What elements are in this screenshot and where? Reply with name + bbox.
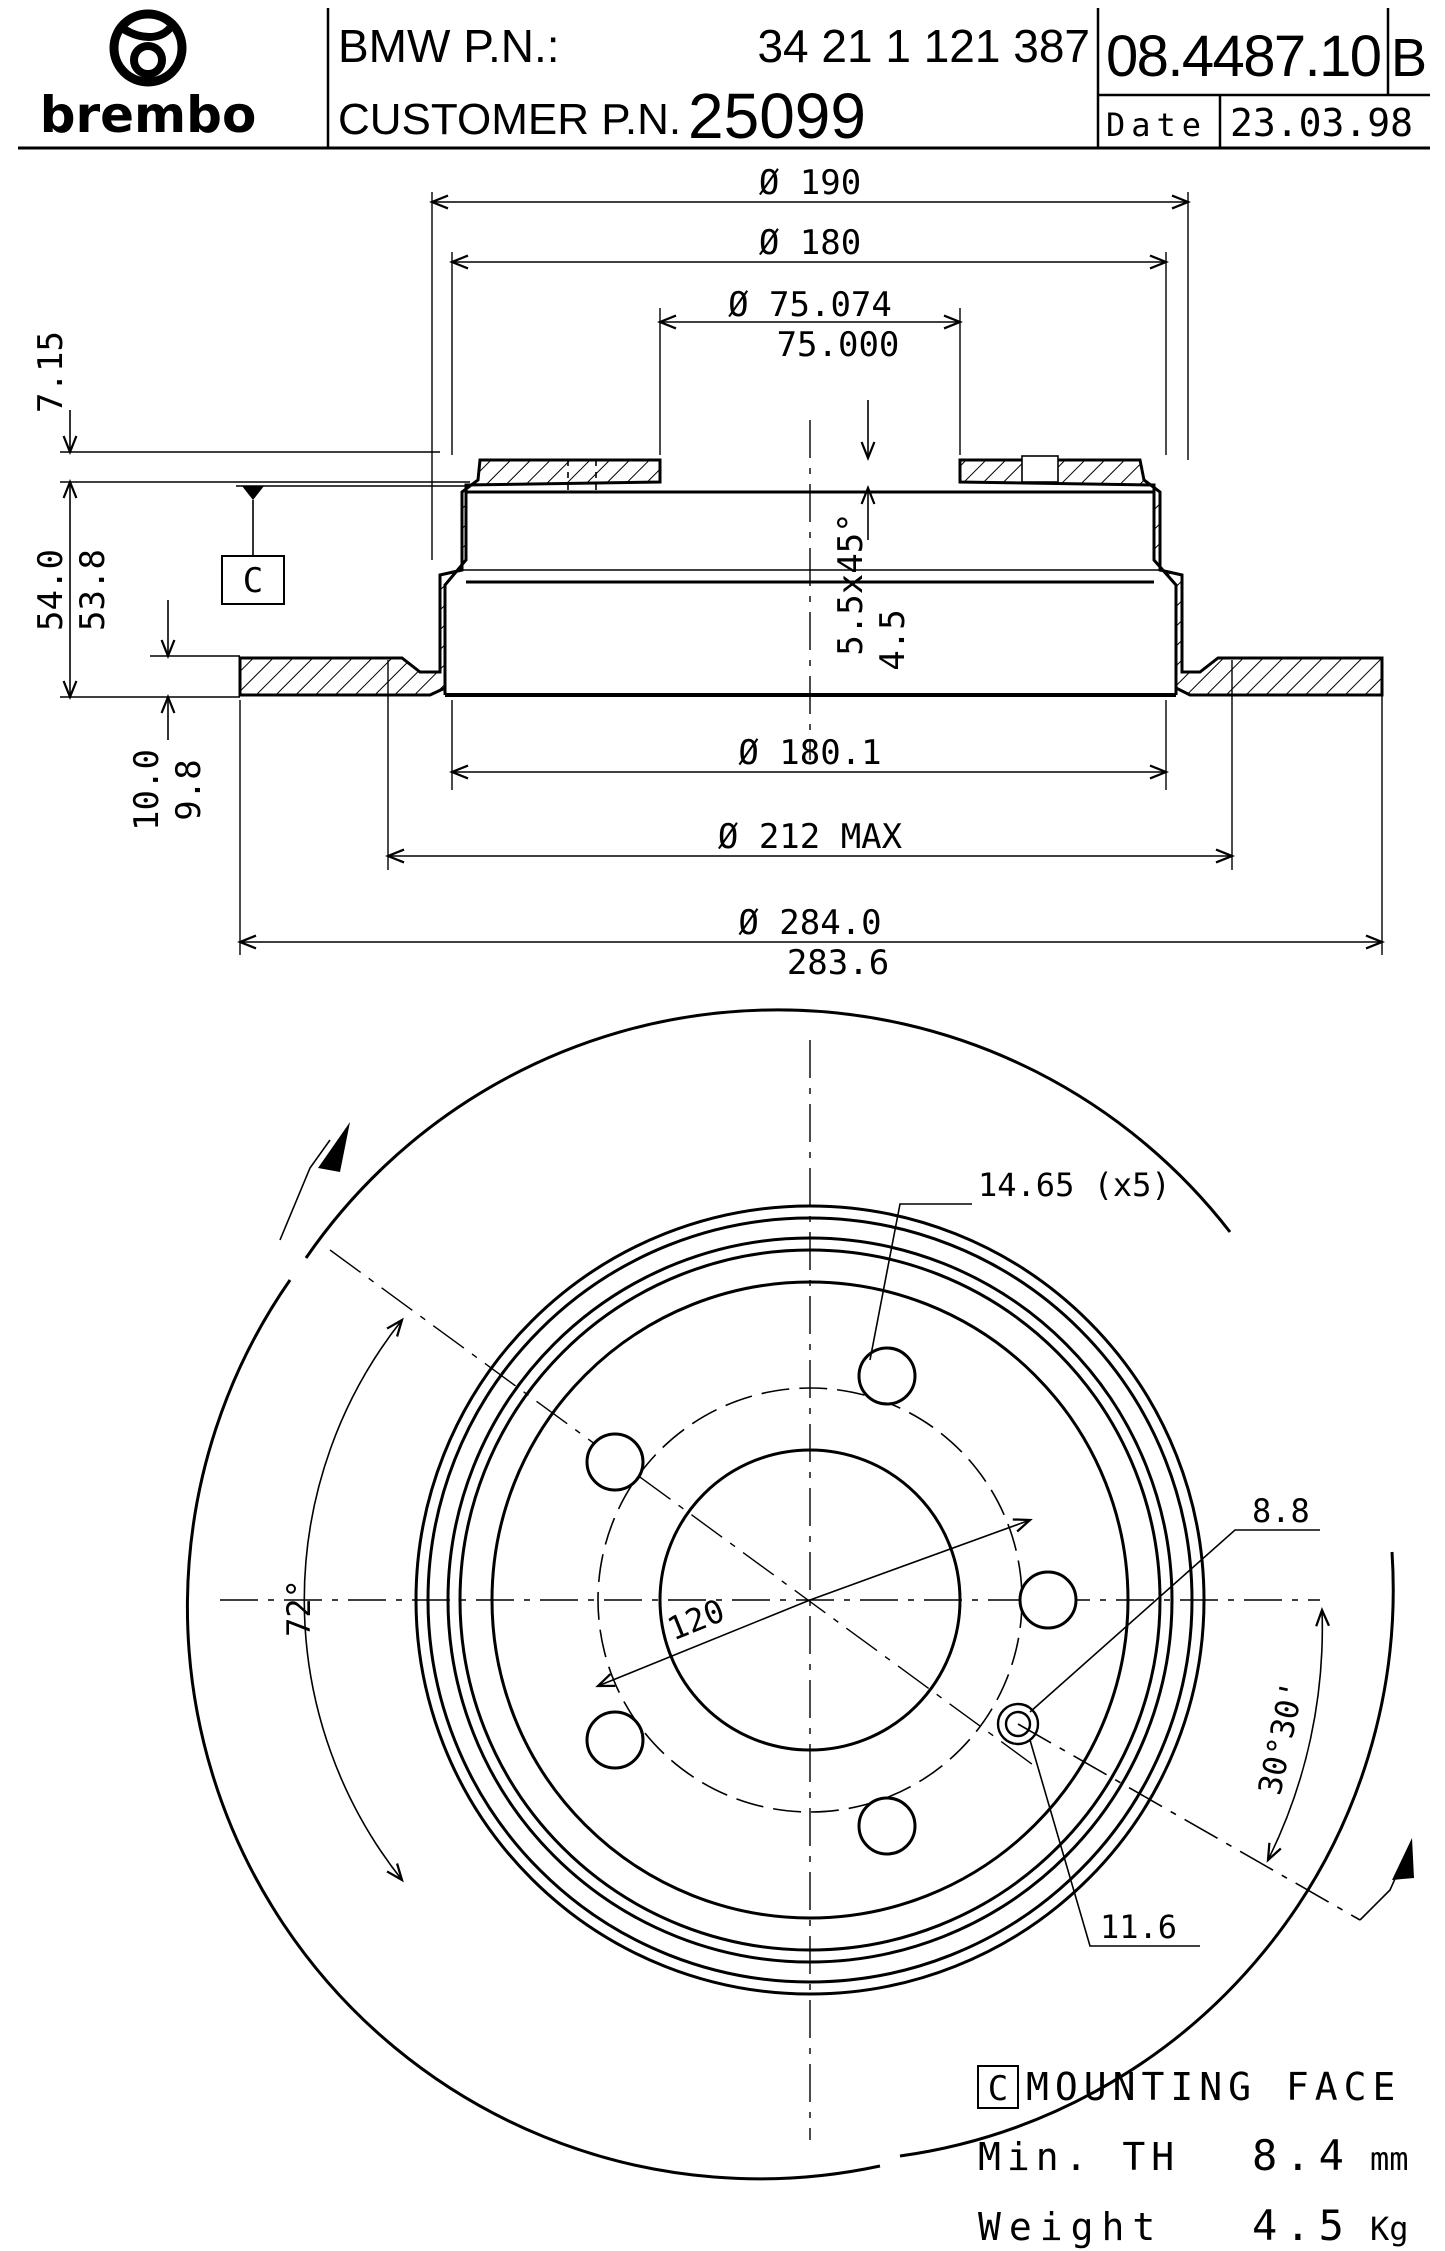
revision-letter: B	[1391, 28, 1427, 88]
secondary-hole-label: 8.8	[1252, 1492, 1310, 1530]
datum-label: C	[243, 561, 263, 601]
oem-label: BMW P.N.:	[338, 20, 560, 72]
dim-inner-hat: Ø 180	[759, 223, 861, 263]
bolt-hole	[585, 1710, 645, 1770]
mounting-text: MOUNTING FACE	[1026, 2065, 1401, 2109]
min-th-value: 8.4	[1252, 2131, 1352, 2180]
weight-label: Weight	[978, 2205, 1163, 2249]
angle-spacing-label: 72°	[280, 1579, 318, 1637]
weight-unit: Kg	[1370, 2210, 1409, 2248]
dim-outer-min: 283.6	[787, 943, 889, 983]
dim-height-min: 53.8	[73, 549, 113, 631]
date-value: 23.03.98	[1230, 101, 1413, 145]
dim-chamfer-depth: 4.5	[873, 609, 913, 670]
bolt-hole	[857, 1346, 917, 1406]
angle-offset-label: 30°30'	[1251, 1677, 1312, 1798]
secondary-pcd-label: 11.6	[1100, 1908, 1177, 1946]
dim-bore-max: Ø 75.074	[728, 285, 892, 325]
brembo-wordmark: brembo	[40, 86, 257, 144]
hole-size-label: 14.65 (x5)	[978, 1166, 1171, 1204]
section-view: C Ø 190 Ø 180 Ø 75.074 75.000 7.15 54.0 …	[31, 163, 1386, 983]
min-th-unit: mm	[1370, 2140, 1409, 2178]
title-block: brembo BMW P.N.: 34 21 1 121 387 CUSTOME…	[18, 8, 1430, 152]
weight-value: 4.5	[1252, 2201, 1352, 2250]
customer-label: CUSTOMER P.N.	[338, 95, 681, 144]
plan-view: 14.65 (x5) 72° 120 8.8 30°30' 11.6	[185, 1008, 1414, 2181]
drawing-number: 08.4487.10	[1106, 24, 1382, 89]
dim-outer-hat: Ø 190	[759, 163, 861, 203]
dim-hat-top: 7.15	[31, 331, 71, 413]
dim-outer-max: Ø 284.0	[738, 903, 881, 943]
min-th-label: Min. TH	[978, 2135, 1180, 2179]
oem-number: 34 21 1 121 387	[757, 20, 1090, 72]
dim-thickness-min: 9.8	[169, 759, 209, 820]
bolt-hole	[1018, 1570, 1078, 1630]
dim-chamfer: 5.5x45°	[831, 512, 871, 655]
datum-marker: C	[221, 485, 470, 605]
dim-thickness-max: 10.0	[127, 749, 167, 831]
spec-notes: C MOUNTING FACE Min. TH 8.4 mm Weight 4.…	[977, 2065, 1409, 2250]
dim-friction-inner: Ø 212 MAX	[718, 817, 903, 857]
dim-bore-min: 75.000	[777, 325, 900, 365]
mounting-symbol: C	[988, 2069, 1008, 2109]
dim-drum-inner: Ø 180.1	[738, 733, 881, 773]
customer-number: 25099	[688, 80, 866, 152]
date-label: Date	[1106, 106, 1207, 144]
bolt-hole	[585, 1432, 645, 1492]
brembo-logo-icon	[109, 9, 187, 87]
bolt-hole	[857, 1796, 917, 1856]
dim-height-max: 54.0	[31, 549, 71, 631]
